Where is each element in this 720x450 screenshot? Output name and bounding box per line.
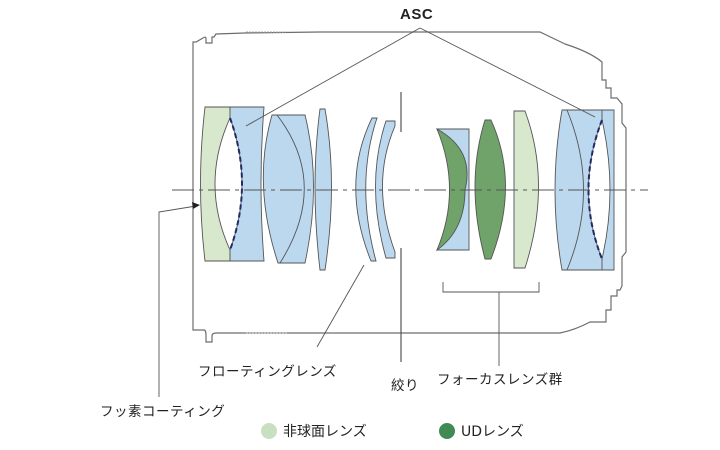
- fluorine-coating-label: フッ素コーティング: [100, 404, 226, 420]
- legend-ud-label: UDレンズ: [461, 424, 524, 440]
- asc-coating-front: [229, 117, 243, 251]
- asc-leader-right: [419, 27, 596, 118]
- lens-element-3: [262, 114, 314, 264]
- lens-barrel-outline: [192, 31, 627, 343]
- asc-label: ASC: [400, 6, 434, 23]
- aperture-label: 絞り: [391, 378, 419, 394]
- dark-green-dot-icon: [439, 423, 455, 439]
- asc-coating-rear: [587, 119, 603, 260]
- focus-group-bracket: [442, 282, 540, 366]
- fluorine-arrow-icon: [192, 202, 200, 209]
- focus-group-label: フォーカスレンズ群: [437, 372, 563, 388]
- fluorine-leader: [158, 205, 197, 397]
- lens-element-3-seam: [276, 114, 305, 264]
- light-green-dot-icon: [261, 423, 277, 439]
- asc-leader-left: [245, 27, 421, 127]
- floating-lens-2: [375, 120, 396, 259]
- floating-lens-label: フローティングレンズ: [198, 364, 337, 380]
- floating-lens-1: [355, 117, 378, 262]
- floating-leader: [316, 264, 365, 348]
- legend-aspherical-label: 非球面レンズ: [283, 424, 367, 440]
- legend-aspherical: 非球面レンズ: [261, 421, 367, 441]
- legend-ud: UDレンズ: [439, 421, 524, 441]
